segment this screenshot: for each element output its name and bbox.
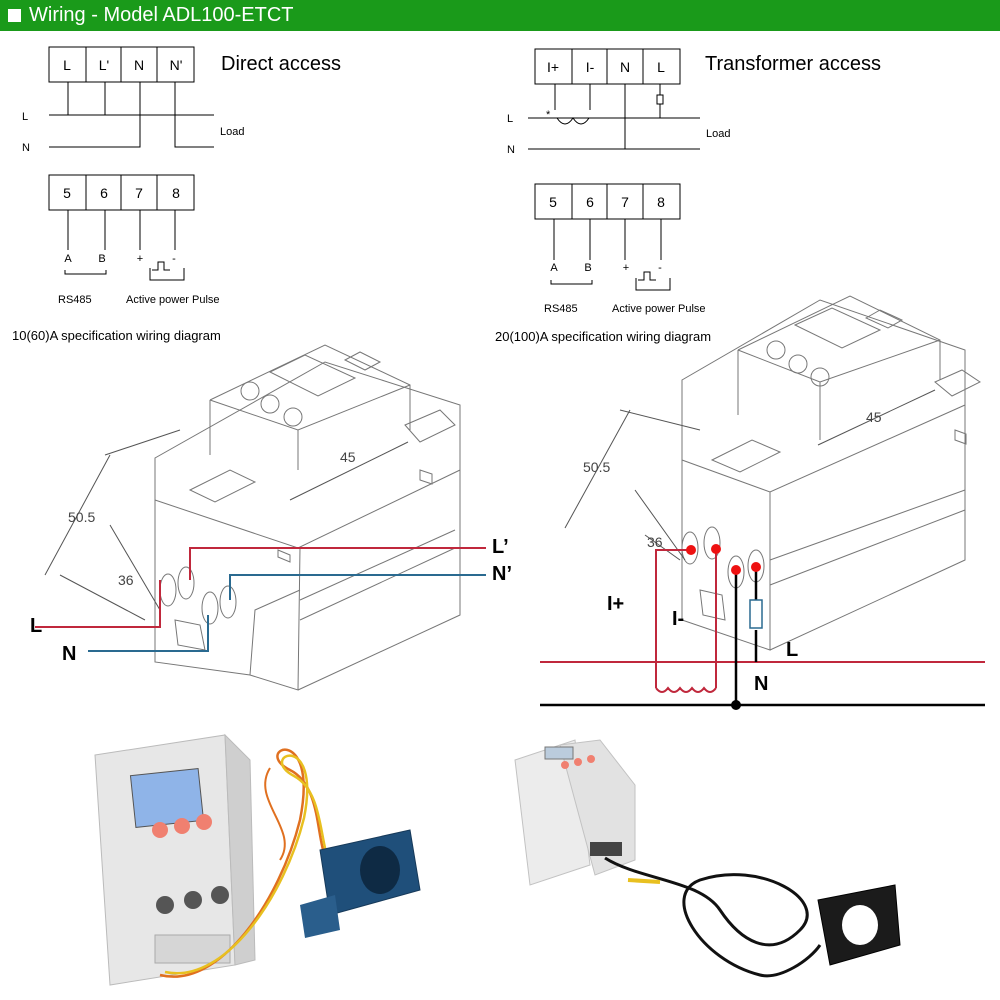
transformer-comm-6: 6 [586,194,594,210]
direct-load: Load [220,126,244,138]
transformer-wire-n: N [754,673,768,695]
direct-pulse: Active power Pulse [126,294,220,306]
transformer-pulse: Active power Pulse [612,303,706,315]
direct-rs485: RS485 [58,294,92,306]
direct-schematic-labels: L L' N N' Direct access L N Load 5 6 7 8… [12,53,341,343]
direct-terminal-block [48,46,195,83]
transformer-black-lines [540,568,985,707]
transformer-comm-7: 7 [621,194,629,210]
transformer-load: Load [706,128,730,140]
direct-dim-45: 45 [340,449,356,465]
terminal-dots [686,544,761,575]
transformer-dim-505: 50.5 [583,459,610,475]
page-title: Wiring - Model ADL100-ETCT [29,4,294,26]
fuse-icon [749,599,763,629]
banner-square-icon [8,9,21,22]
direct-dimension-lines [44,429,409,621]
transformer-line-l: L [507,113,513,125]
product-photo-meter-with-round-ct [94,733,421,986]
transformer-minus: - [658,262,662,274]
transformer-dim-36: 36 [647,534,663,550]
dimension-labels: 45 50.5 36 45 50.5 36 [68,409,882,588]
transformer-comm-5: 5 [549,194,557,210]
direct-comm-6: 6 [100,185,108,201]
transformer-comm-8: 8 [657,194,665,210]
transformer-comm-block [534,183,681,291]
direct-b: B [98,253,105,265]
direct-terminal-l: L [63,57,71,73]
transformer-wire-im: I- [672,608,684,630]
product-photo-meter-with-split-ct [514,739,901,978]
direct-access-title: Direct access [221,53,341,75]
transformer-plus: + [623,262,629,274]
direct-wire-np: N’ [492,563,512,585]
transformer-schematic-labels: I+ I- N L Transformer access L N * Load … [495,53,881,344]
transformer-dim-45: 45 [866,409,882,425]
direct-comm-7: 7 [135,185,143,201]
transformer-caption: 20(100)A specification wiring diagram [495,329,711,344]
transformer-terminal-l: L [657,59,665,75]
transformer-a: A [550,262,558,274]
direct-power-wires [49,82,214,148]
direct-red-wires [35,547,486,628]
direct-comm-5: 5 [63,185,71,201]
transformer-terminal-block [534,48,681,85]
transformer-dimension-lines [564,389,936,561]
transformer-red-lines [540,549,985,693]
direct-wire-lp: L’ [492,536,509,558]
transformer-b: B [584,262,591,274]
transformer-line-n: N [507,144,515,156]
transformer-terminal-im: I- [586,59,595,75]
transformer-wire-ip: I+ [607,593,624,615]
direct-a: A [64,253,72,265]
direct-minus: - [172,253,176,265]
direct-wire-n: N [62,643,76,665]
transformer-rs485: RS485 [544,303,578,315]
transformer-wire-l: L [786,639,798,661]
transformer-access-title: Transformer access [705,53,881,75]
direct-terminal-n: N [134,57,144,73]
direct-blue-wires [88,574,486,652]
transformer-terminal-ip: I+ [547,59,559,75]
direct-meter-drawing [154,344,461,691]
direct-plus: + [137,253,143,265]
header-banner: Wiring - Model ADL100-ETCT [0,0,1000,31]
direct-caption: 10(60)A specification wiring diagram [12,328,221,343]
direct-comm-8: 8 [172,185,180,201]
transformer-star: * [546,109,551,121]
direct-dim-505: 50.5 [68,509,95,525]
direct-dim-36: 36 [118,572,134,588]
junction-dot [731,700,741,710]
wire-labels: L’ N’ L N I+ I- L N [30,536,798,695]
transformer-terminal-n: N [620,59,630,75]
direct-line-n: N [22,142,30,154]
direct-wire-l: L [30,615,42,637]
transformer-meter-drawing [681,295,981,651]
transformer-power-wires [528,84,700,150]
direct-line-l: L [22,111,28,123]
direct-terminal-lp: L' [99,57,109,73]
direct-terminal-np: N' [170,57,183,73]
direct-comm-block [48,174,195,281]
